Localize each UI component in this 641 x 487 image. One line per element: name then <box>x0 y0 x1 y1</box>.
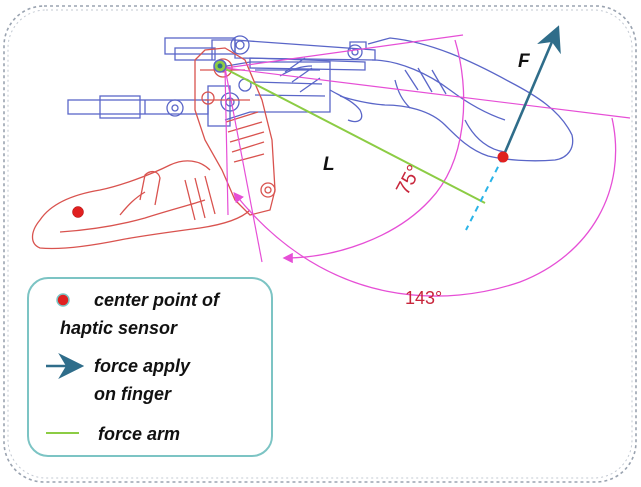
legend-red-dot-icon <box>56 293 70 307</box>
force-arm-length-label: L <box>323 154 335 175</box>
force-arm-line <box>219 65 486 204</box>
legend-item-3-line1: force arm <box>98 424 180 444</box>
reference-lines <box>224 34 631 263</box>
legend-box <box>27 277 273 457</box>
angle-arc-75 <box>282 39 465 264</box>
force-label: F <box>518 51 531 72</box>
force-arrow <box>501 25 561 158</box>
haptic-sensor-dot <box>497 151 509 163</box>
haptic-sensor-dot-lower <box>72 206 84 218</box>
legend-item-2-line2: on finger <box>94 384 172 404</box>
legend-item-1-line1: center point of <box>94 290 221 310</box>
legend: center point of haptic sensor force appl… <box>27 277 273 457</box>
device-blue-part <box>67 35 574 162</box>
device-red-part <box>31 47 276 250</box>
outer-border <box>3 5 637 483</box>
angle-label-143: 143° <box>405 288 442 308</box>
angle-arc-143 <box>233 117 617 297</box>
angle-label-75: 75° <box>392 162 426 199</box>
legend-item-1-line2: haptic sensor <box>60 318 178 338</box>
legend-item-2-line1: force apply <box>94 356 191 376</box>
pivot-center <box>217 63 223 69</box>
force-line-extension <box>465 156 504 231</box>
